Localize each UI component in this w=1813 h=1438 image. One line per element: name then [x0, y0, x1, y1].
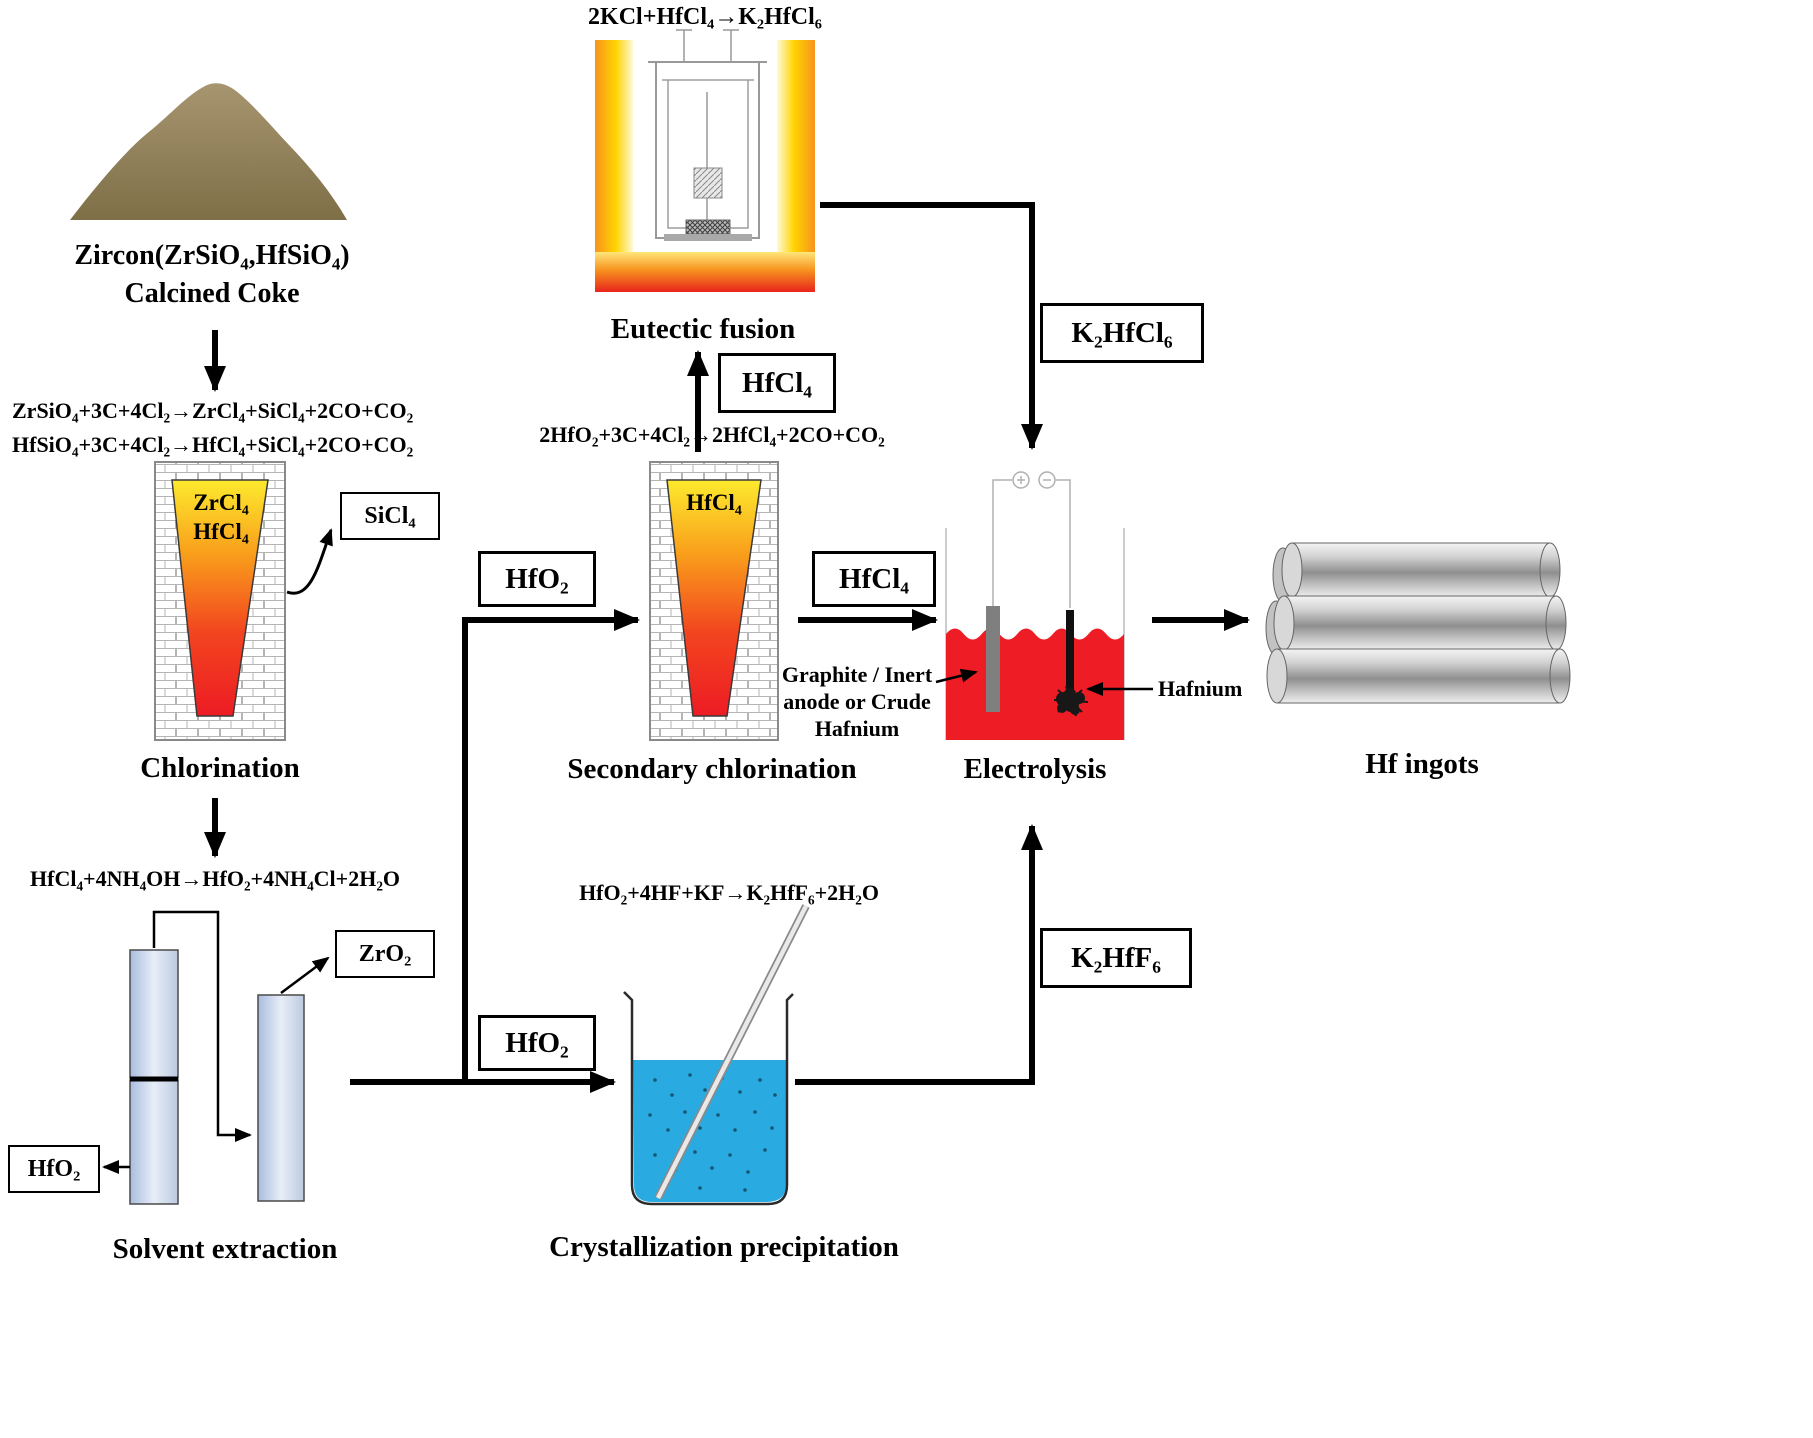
pipe-column1-to-column2: [152, 910, 252, 1142]
arrow-column2-to-zro2: [280, 956, 330, 995]
k2hfcl6-box: K₂HfCl₆: [1040, 303, 1204, 363]
cathode-rod: [1066, 610, 1074, 702]
k2hff6-box: K₂HfF₆: [1040, 928, 1192, 988]
chlorination-equation-line2: HfSiO₄+3C+4Cl₂→HfCl₄+SiCl₄+2CO+CO₂: [12, 432, 414, 457]
eutectic-label: Eutectic fusion: [610, 313, 796, 345]
electrolysis-label: Electrolysis: [963, 753, 1107, 785]
chlorination-equation-line1: ZrSiO₄+3C+4Cl₂→ZrCl₄+SiCl₄+2CO+CO₂: [12, 398, 414, 423]
eutectic-furnace-illustration: [595, 29, 815, 292]
stirring-rod: [654, 904, 810, 1200]
cathode-annotation: Hafnium: [1158, 676, 1243, 701]
arrow-anode-note: [935, 668, 978, 684]
chlorination-furnace-text: ZrCl₄ HfCl₄: [193, 488, 248, 546]
crystallization-beaker-illustration: [623, 904, 810, 1206]
electrolysis-cell-illustration: [945, 471, 1125, 740]
hf-ingots-label: Hf ingots: [1365, 748, 1479, 780]
solvent-extraction-label: Solvent extraction: [112, 1233, 338, 1265]
crystallization-label: Crystallization precipitation: [549, 1231, 899, 1263]
secondary-furnace-text: HfCl₄: [686, 490, 742, 515]
hfcl4-to-eutectic-box: HfCl₄: [718, 353, 836, 413]
zircon-title-line1: Zircon(ZrSiO₄,HfSiO₄): [74, 240, 350, 271]
sicl4-box: SiCl₄: [340, 492, 440, 540]
anode-annotation-line1: Graphite / Inert: [781, 662, 933, 687]
zro2-box: ZrO₂: [335, 930, 435, 978]
crystallization-equation: HfO₂+4HF+KF→K₂HfF₆+2H₂O: [579, 880, 879, 905]
solvent-extraction-columns-illustration: [129, 949, 305, 1205]
furnace-hfcl4-text: HfCl₄: [193, 519, 249, 544]
chlorination-furnace-illustration: [154, 461, 286, 741]
hf-ingots-illustration: [1265, 542, 1571, 704]
arrow-eutectic-to-electrolysis: [820, 202, 1043, 450]
anode-annotation-line3: Hafnium: [814, 716, 900, 741]
hfcl4-to-electrolysis-box: HfCl₄: [812, 551, 936, 607]
hfo2-product-box: HfO₂: [8, 1145, 100, 1193]
anode-annotation-line2: anode or Crude: [783, 689, 931, 714]
hydrolysis-equation: HfCl₄+4NH₄OH→HfO₂+4NH₄Cl+2H₂O: [30, 866, 401, 891]
arrow-chlorination-to-sicl4: [286, 528, 333, 595]
secondary-chlorination-equation: 2HfO₂+3C+4Cl₂→2HfCl₄+2CO+CO₂: [539, 422, 885, 447]
zircon-ore-pile-illustration: [70, 83, 347, 220]
secondary-chlorination-furnace-illustration: [649, 461, 779, 741]
secondary-chlorination-label: Secondary chlorination: [567, 753, 857, 785]
zircon-title-line2: Calcined Coke: [124, 278, 300, 309]
chlorination-label: Chlorination: [140, 752, 300, 784]
arrow-crystallization-to-electrolysis: [795, 824, 1043, 1085]
furnace-zrcl4-text: ZrCl₄: [193, 490, 249, 515]
arrow-solvent-to-secondary-chlorination: [462, 609, 640, 1082]
anode-annotation: Graphite / Inert anode or Crude Hafnium: [782, 661, 932, 742]
hfo2-to-secondary-box: HfO₂: [478, 551, 596, 607]
eutectic-equation: 2KCl+HfCl₄→K₂HfCl₆: [588, 4, 822, 30]
hfo2-to-crystallization-box: HfO₂: [478, 1015, 596, 1071]
graphite-anode: [986, 606, 1000, 712]
